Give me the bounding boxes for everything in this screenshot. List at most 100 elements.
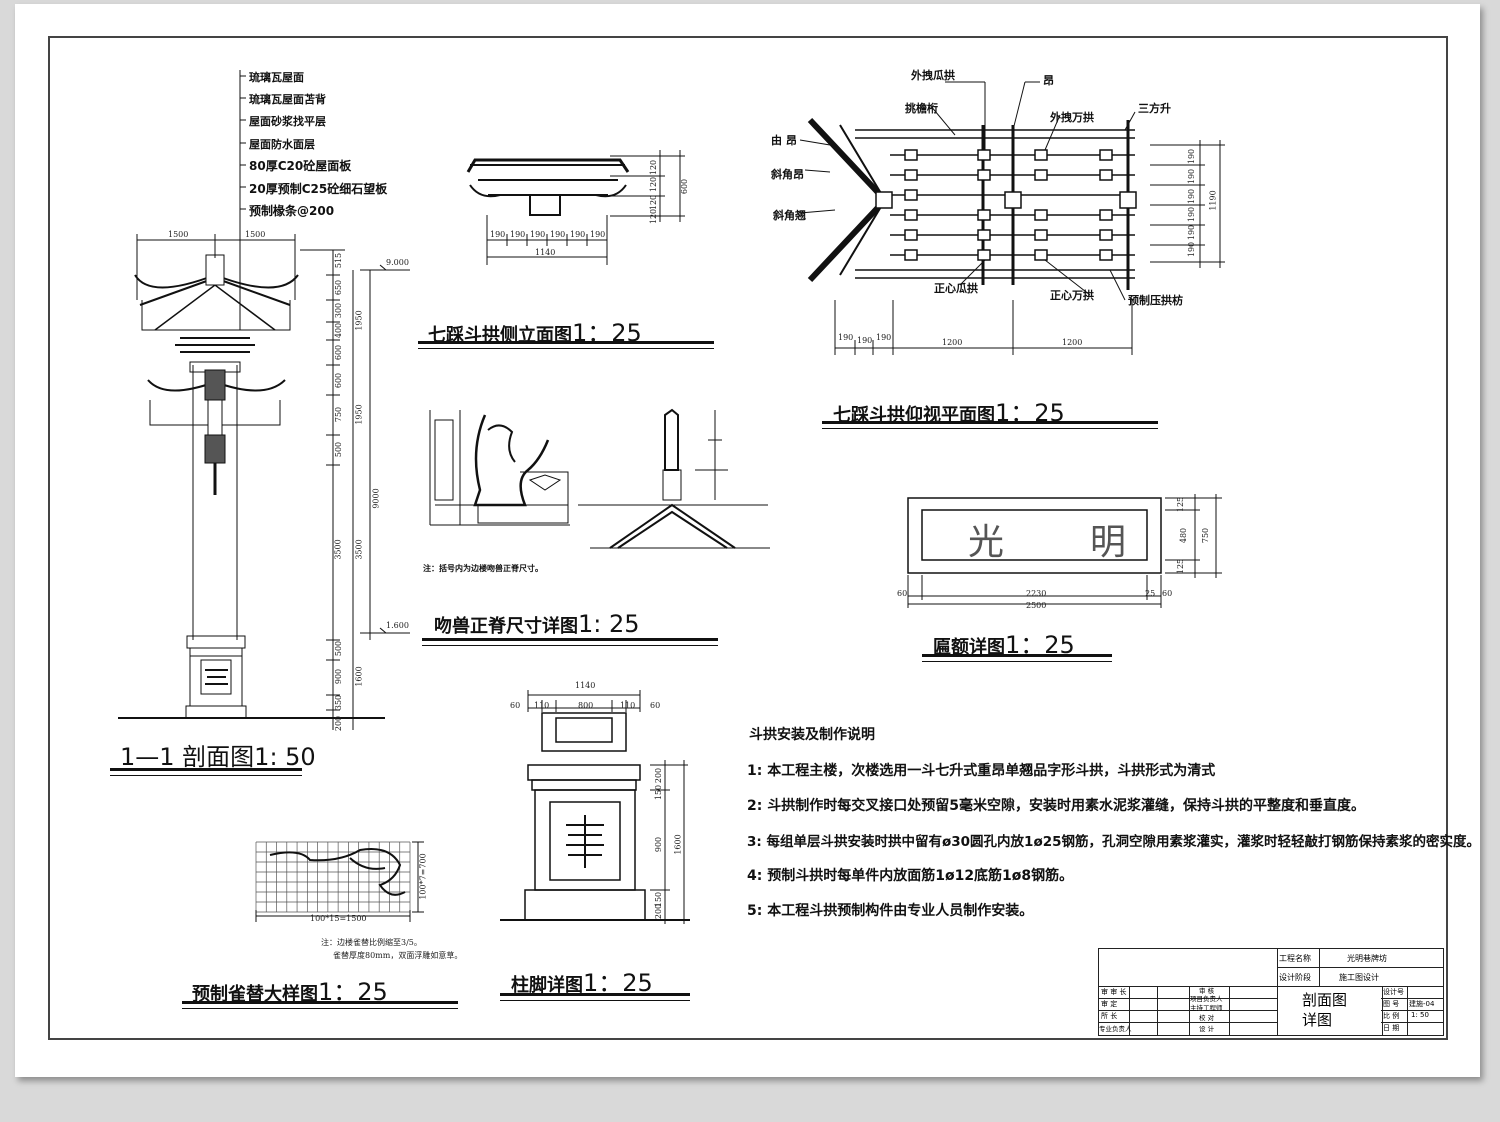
tb-right-1: 设计号: [1383, 988, 1404, 996]
layer-note-2: 琉璃瓦屋面苫背: [249, 93, 326, 106]
tb-left-3: 所 长: [1101, 1012, 1118, 1020]
bp-dim-190-3: 190: [876, 333, 892, 342]
plaque-char-2: 明: [1090, 522, 1127, 563]
tb-left-1: 审 审 长: [1101, 988, 1127, 996]
tb-left-2: 审 定: [1101, 1000, 1118, 1008]
ridge-beast-scale: 1: 25: [578, 610, 640, 638]
right-dim-500a: 500: [334, 441, 344, 458]
plaque-underline: [922, 654, 1112, 662]
plaque-title-text: 匾额详图: [933, 637, 1005, 658]
right-dim-650: 650: [334, 279, 344, 296]
cb-dim-110-r: 110: [620, 701, 636, 710]
bs-dim-190-3: 190: [530, 230, 546, 239]
cb-dim-r-900: 900: [654, 836, 664, 853]
lattice-note-1: 注：边楼雀替比例缩至3/5。: [321, 938, 422, 947]
bp-label-xiejiao-qiao: 斜角翘: [773, 209, 806, 222]
plaque-dim-2500: 2500: [1026, 601, 1047, 610]
bp-label-outer-wan: 外拽万拱: [1050, 111, 1094, 124]
bs-dim-r1: 120: [649, 159, 659, 176]
cb-dim-1140: 1140: [575, 681, 596, 690]
cb-dim-800: 800: [578, 701, 594, 710]
right-dim-600b: 600: [334, 372, 344, 389]
right-dim-300: 300: [334, 302, 344, 319]
layer-note-1: 琉璃瓦屋面: [249, 71, 304, 84]
tb-row-stage: 设计阶段 施工图设计: [1277, 967, 1443, 987]
ridge-beast-underline: [422, 638, 718, 646]
top-dim-right: 1500: [245, 230, 266, 239]
bp-label-youang: 由 昂: [771, 134, 797, 147]
drawing-frame: [48, 36, 1448, 1040]
plaque-dim-60-l: 60: [897, 589, 908, 598]
title-block: 工程名称 光明巷牌坊 设计阶段 施工图设计 审 审 长 审 定 所 长 专业负责…: [1098, 948, 1444, 1036]
tb-mid-2: 项目负责人: [1190, 995, 1223, 1003]
tb-mid-3: 主持工程师: [1190, 1004, 1223, 1012]
column-base-scale: 1：25: [583, 969, 653, 997]
bracket-side-title-text: 七踩斗拱侧立面图: [428, 325, 572, 346]
bp-label-zhengxin-gua: 正心瓜拱: [934, 282, 978, 295]
cb-dim-r-1600: 1600: [673, 834, 683, 855]
layer-note-4: 屋面防水面层: [249, 138, 315, 151]
tb-mid-4: 校 对: [1199, 1014, 1215, 1022]
note-item-4: 4: 预制斗拱时每单件内放面筋1ø12底筋1ø8钢筋。: [747, 868, 1074, 884]
bp-label-outer-gua: 外拽瓜拱: [911, 69, 955, 82]
tb-stage: 施工图设计: [1339, 973, 1379, 982]
section-title: 1—1 剖面图1: 50: [120, 737, 316, 772]
plaque-dim-750: 750: [1201, 527, 1211, 544]
drawing-sheet: [15, 4, 1480, 1077]
note-item-2: 2: 斗拱制作时每交叉接口处预留5毫米空隙，安装时用素水泥浆灌缝，保持斗拱的平整…: [747, 798, 1365, 814]
right-dim-400: 400: [334, 322, 344, 339]
lattice-title-text: 预制雀替大样图: [192, 984, 318, 1005]
cb-dim-r-150a: 150: [654, 784, 664, 801]
tb-signature-grid: 审 审 长 审 定 所 长 专业负责人 审 核 项目负责人 主持工程师 校 对 …: [1099, 986, 1277, 1035]
bs-dim-total-r: 600: [680, 178, 690, 195]
lattice-dim-right: 100*7=700: [418, 853, 428, 900]
bp-label-tiaoyan: 挑檐桁: [905, 102, 938, 115]
tb-drawing-name-1: 剖面图: [1302, 991, 1348, 1009]
bs-dim-total: 1140: [535, 248, 556, 257]
layer-note-5: 80厚C20砼屋面板: [249, 159, 352, 173]
cb-dim-60-l: 60: [510, 701, 521, 710]
bracket-plan-title-text: 七踩斗拱仰视平面图: [833, 405, 995, 426]
cb-dim-r-200b: 200: [654, 903, 664, 920]
bracket-side-underline: [418, 341, 714, 349]
bp-label-ang: 昂: [1043, 74, 1054, 87]
note-item-5: 5: 本工程斗拱预制构件由专业人员制作安装。: [747, 903, 1034, 919]
tb-scale: 1: 50: [1411, 1011, 1429, 1019]
notes-heading: 斗拱安装及制作说明: [749, 727, 875, 743]
bs-dim-r3: 120: [649, 194, 659, 211]
tb-right-4: 日 期: [1383, 1024, 1400, 1032]
bp-dim-190-1: 190: [838, 333, 854, 342]
tb-drawing-no: 建施-04: [1409, 1000, 1435, 1008]
top-dim-left: 1500: [168, 230, 189, 239]
tb-row-project: 工程名称 光明巷牌坊: [1277, 949, 1443, 968]
tb-stage-label: 设计阶段: [1279, 973, 1311, 982]
right-dim-500b: 500: [334, 640, 344, 657]
tb-right-2: 图 号: [1383, 1000, 1400, 1008]
tb-right-grid: 设计号 图 号 比 例 日 期 建施-04 1: 50: [1381, 986, 1443, 1035]
plaque-dim-2230: 2230: [1026, 589, 1047, 598]
bracket-plan-underline: [822, 421, 1158, 429]
tb-project-name: 光明巷牌坊: [1347, 954, 1387, 963]
elevation-bottom: 1.600: [386, 621, 409, 630]
column-base-title: 柱脚详图1：25: [511, 963, 653, 998]
bp-label-xiejiao-ang: 斜角昂: [771, 168, 804, 181]
cb-dim-60-r: 60: [650, 701, 661, 710]
right-dim-1600: 1600: [354, 666, 364, 687]
bp-dim-190-2: 190: [857, 336, 873, 345]
bp-dim-r5: 190: [1187, 224, 1197, 241]
layer-note-3: 屋面砂浆找平层: [249, 115, 326, 128]
bp-dim-r-total: 1190: [1208, 190, 1218, 211]
bp-label-zhengxin-wan: 正心万拱: [1050, 289, 1094, 302]
plaque-char-1: 光: [968, 522, 1005, 563]
tb-drawing-name-2: 详图: [1302, 1011, 1333, 1029]
bp-dim-r6: 190: [1187, 241, 1197, 258]
layer-note-7: 预制椽条@200: [249, 204, 335, 218]
cb-dim-r-200a: 200: [654, 767, 664, 784]
bp-dim-1200-1: 1200: [942, 338, 963, 347]
right-dim-600a: 600: [334, 344, 344, 361]
right-dim-9000: 9000: [371, 488, 381, 509]
right-dim-350: 350: [334, 694, 344, 711]
ridge-beast-title: 吻兽正脊尺寸详图1: 25: [434, 610, 640, 638]
cb-dim-110-l: 110: [534, 701, 550, 710]
right-dim-750: 750: [334, 406, 344, 423]
